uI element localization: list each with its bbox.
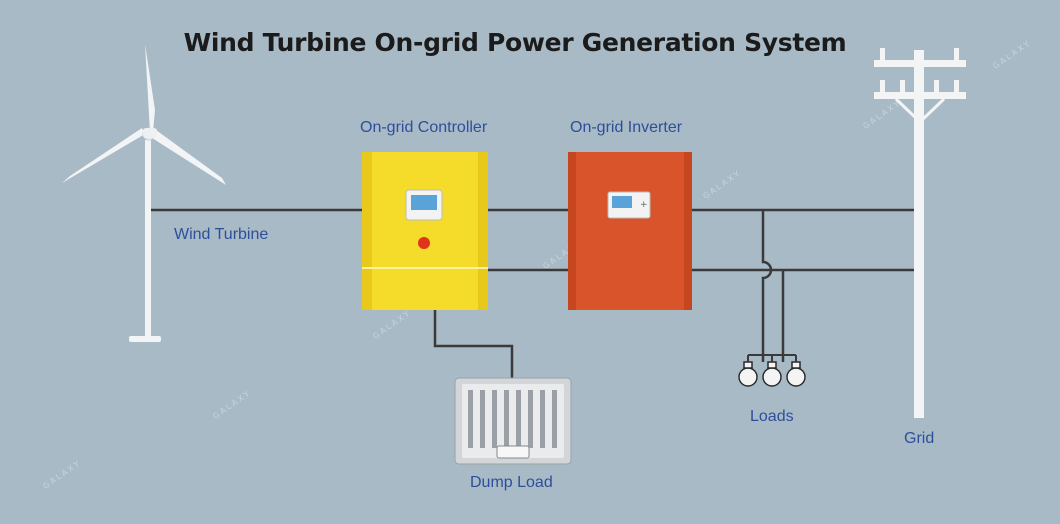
wind-turbine-icon xyxy=(62,44,226,342)
svg-text:+: + xyxy=(640,200,648,210)
wire-dump-load xyxy=(433,310,514,378)
grid-label: Grid xyxy=(904,430,935,447)
controller-icon xyxy=(362,152,488,310)
wires xyxy=(148,208,916,378)
bulb-icon xyxy=(738,361,806,387)
wire-loads-left xyxy=(761,210,773,362)
inverter-icon: + xyxy=(568,152,692,310)
grid-pole-icon xyxy=(874,48,966,418)
diagram-title: Wind Turbine On-grid Power Generation Sy… xyxy=(183,28,847,57)
dump-load-icon xyxy=(454,377,572,465)
wind-turbine-label: Wind Turbine xyxy=(174,226,269,243)
loads-label: Loads xyxy=(750,408,794,425)
inverter-label: On-grid Inverter xyxy=(570,119,683,136)
controller-label: On-grid Controller xyxy=(360,119,488,136)
dump-load-label: Dump Load xyxy=(470,474,553,491)
